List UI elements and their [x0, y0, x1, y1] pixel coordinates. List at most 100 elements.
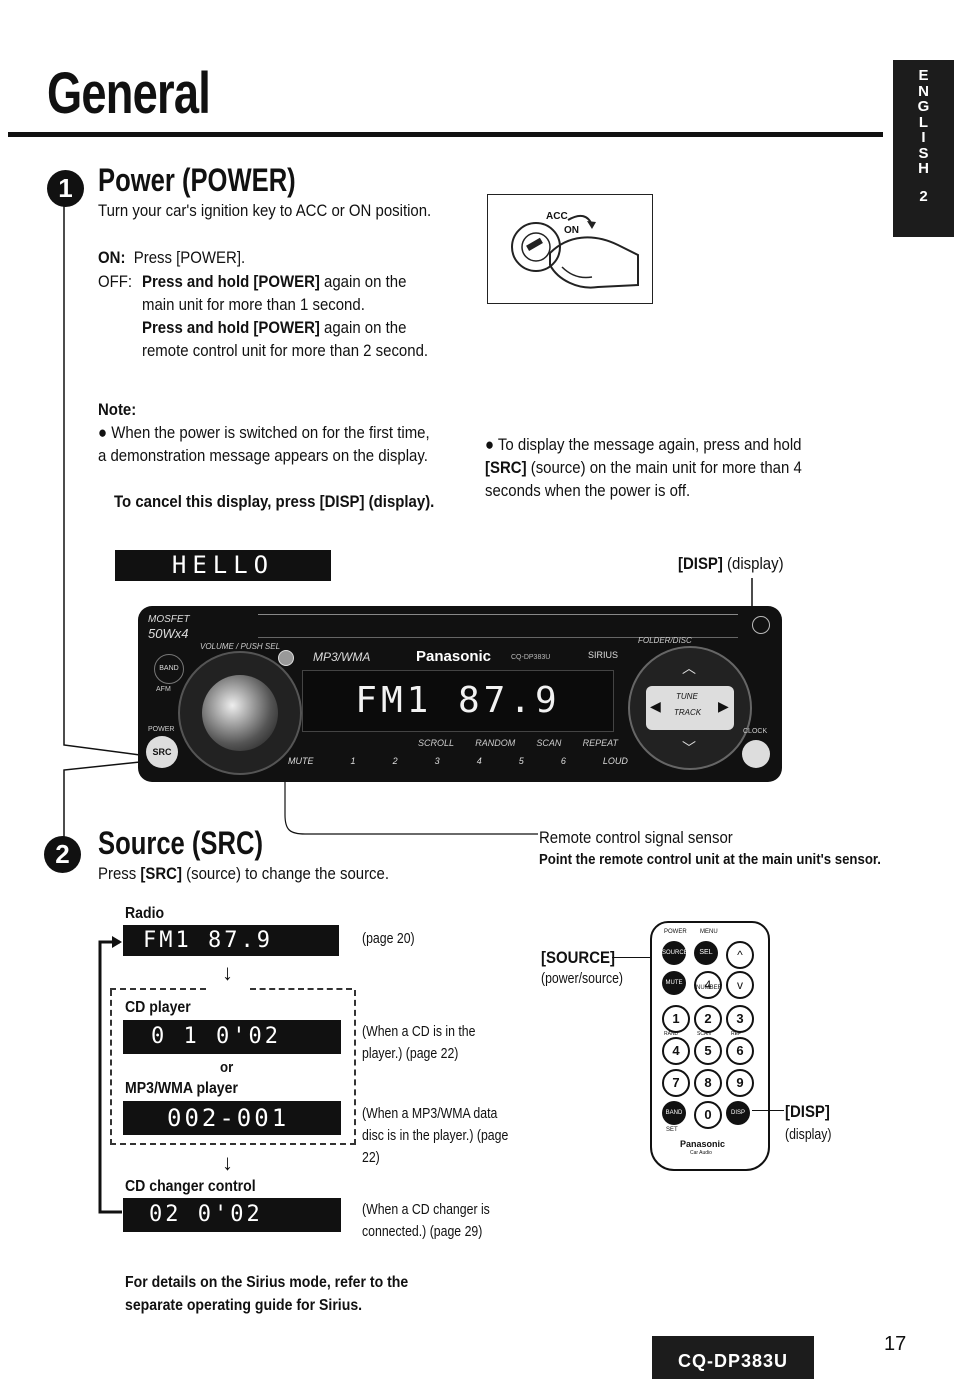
mute-button[interactable]: MUTE	[288, 756, 314, 766]
model-number-box: CQ-DP383U	[652, 1336, 814, 1379]
remote-2-button[interactable]: 2	[694, 1005, 722, 1033]
preset-5-button[interactable]: 5	[518, 756, 524, 766]
src-button[interactable]: SRC	[146, 736, 178, 768]
preset-1-button[interactable]: 1	[350, 756, 356, 766]
tune-track-button[interactable]: TUNE TRACK ◀ ▶	[646, 686, 734, 730]
scan-label: SCAN	[536, 738, 562, 748]
random-label: RANDOM	[475, 738, 516, 748]
redisplay-bold: [SRC]	[485, 458, 527, 477]
repeat-label: REPEAT	[582, 738, 618, 748]
remote-4-button[interactable]: 4	[662, 1037, 690, 1065]
preset-2-button[interactable]: 2	[392, 756, 398, 766]
language-letter: G	[917, 98, 930, 115]
off-plain-1: again on the main unit for more than 1 s…	[142, 272, 407, 314]
preset-buttons: MUTE 1 2 3 4 5 6 LOUD	[288, 756, 628, 766]
afm-label: AFM	[156, 686, 171, 693]
sensor-instruction: Point the remote control unit at the mai…	[539, 851, 881, 868]
disp-leader-line	[752, 1110, 784, 1111]
remote-mute-button[interactable]: MUTE	[662, 971, 686, 995]
source-intro-post: (source) to change the source.	[181, 864, 390, 883]
page-title: General	[47, 61, 211, 126]
watts-label: 50Wx4	[148, 626, 189, 641]
remote-number-button[interactable]: 4	[694, 971, 722, 999]
on-text: Press [POWER].	[133, 248, 246, 267]
folder-disc-label: FOLDER/DISC	[638, 636, 692, 645]
cd-display: 0 1 0'02	[123, 1020, 341, 1054]
hello-display: HELLO	[115, 550, 331, 581]
step-badge-2: 2	[44, 836, 81, 873]
off-plain-2: again on the remote control unit for mor…	[142, 318, 429, 360]
source-leader-line	[612, 957, 664, 958]
track-back-icon: ◀	[650, 698, 661, 714]
mp3-display: 002-001	[123, 1101, 341, 1135]
band-button[interactable]: BAND	[154, 654, 184, 684]
preset-3-button[interactable]: 3	[434, 756, 440, 766]
dash-top-right	[250, 988, 352, 990]
language-letter: L	[918, 113, 929, 131]
power-on-line: ON: Press [POWER].	[98, 246, 437, 269]
disp-button[interactable]	[742, 740, 770, 768]
note-bold: To cancel this display, press [DISP] (di…	[114, 492, 435, 511]
mp3-wma-logo: MP3/WMA	[313, 650, 371, 664]
or-label: or	[220, 1059, 234, 1076]
remote-menu-label: MENU	[700, 929, 718, 935]
sensor-label: Remote control signal sensor	[539, 828, 733, 847]
eject-button[interactable]	[752, 616, 770, 634]
remote-9-button[interactable]: 9	[726, 1069, 754, 1097]
remote-source-button[interactable]: SOURCE	[662, 941, 688, 965]
sirius-footnote: For details on the Sirius mode, refer to…	[125, 1274, 409, 1314]
mp3-note: (When a MP3/WMA data disc is in the play…	[362, 1105, 509, 1166]
function-labels: SCROLL RANDOM SCAN REPEAT	[418, 738, 618, 748]
clock-label: CLOCK	[743, 728, 768, 735]
disc-player-group	[110, 990, 356, 1145]
remote-8-button[interactable]: 8	[694, 1069, 722, 1097]
remote-5-button[interactable]: 5	[694, 1037, 722, 1065]
preset-6-button[interactable]: 6	[560, 756, 566, 766]
language-letter: H	[918, 160, 929, 177]
sirius-logo: SIRIUS	[588, 650, 619, 660]
chevron-up-icon[interactable]: ︿	[682, 660, 696, 676]
language-letter: S	[918, 144, 929, 162]
mosfet-label: MOSFET	[148, 614, 190, 625]
remote-band-button[interactable]: BAND	[662, 1101, 686, 1125]
note-item: ● When the power is switched on for the …	[98, 421, 437, 467]
remote-1-button[interactable]: 1	[662, 1005, 690, 1033]
head-unit-faceplate: MOSFET 50Wx4 MP3/WMA Panasonic CQ-DP383U…	[138, 606, 782, 782]
arrow-down-icon: ↓	[222, 1150, 233, 1175]
ignition-key-icon	[511, 214, 639, 289]
remote-3-button[interactable]: 3	[726, 1005, 754, 1033]
remote-up-button[interactable]: ^	[726, 941, 754, 969]
arrow-down-icon: ↓	[222, 960, 233, 985]
off-bold-1: Press and hold [POWER]	[142, 272, 320, 291]
remote-7-button[interactable]: 7	[662, 1069, 690, 1097]
changer-note: (When a CD changer is connected.) (page …	[362, 1201, 490, 1240]
on-label-small: ON	[564, 225, 579, 236]
source-intro-bold: [SRC]	[140, 864, 182, 883]
off-text-1: Press and hold [POWER] again on the main…	[142, 270, 437, 316]
source-button-label: [SOURCE]	[541, 948, 615, 967]
section-heading-power: Power (POWER)	[98, 162, 296, 198]
loud-button[interactable]: LOUD	[602, 756, 628, 766]
language-letter: N	[918, 82, 929, 100]
volume-knob-center	[202, 675, 278, 751]
chevron-down-icon[interactable]: ﹀	[682, 740, 696, 756]
remote-disp-button[interactable]: DISP	[726, 1101, 750, 1125]
preset-4-button[interactable]: 4	[476, 756, 482, 766]
remote-disp-label: [DISP]	[785, 1102, 830, 1121]
dash-top-left	[110, 988, 206, 990]
radio-display: FM1 87.9	[123, 925, 339, 956]
tune-label: TUNE	[676, 692, 698, 701]
remote-0-button[interactable]: 0	[694, 1101, 722, 1129]
tune-track-ring[interactable]: TUNE TRACK ◀ ▶ ︿ ﹀	[628, 646, 752, 770]
remote-sel-button[interactable]: SEL	[694, 941, 718, 965]
disp-label-text: (display)	[722, 554, 784, 573]
cd-note: (When a CD is in the player.) (page 22)	[362, 1023, 476, 1062]
volume-knob[interactable]	[178, 651, 302, 775]
off-text-2: Press and hold [POWER] again on the remo…	[142, 316, 437, 362]
remote-down-button[interactable]: v	[726, 971, 754, 999]
remote-set-label: SET	[666, 1127, 678, 1133]
brand-logo: Panasonic	[416, 648, 492, 665]
remote-rand-label: RAND	[664, 1031, 679, 1037]
remote-6-button[interactable]: 6	[726, 1037, 754, 1065]
remote-rep-label: REP	[731, 1031, 742, 1037]
